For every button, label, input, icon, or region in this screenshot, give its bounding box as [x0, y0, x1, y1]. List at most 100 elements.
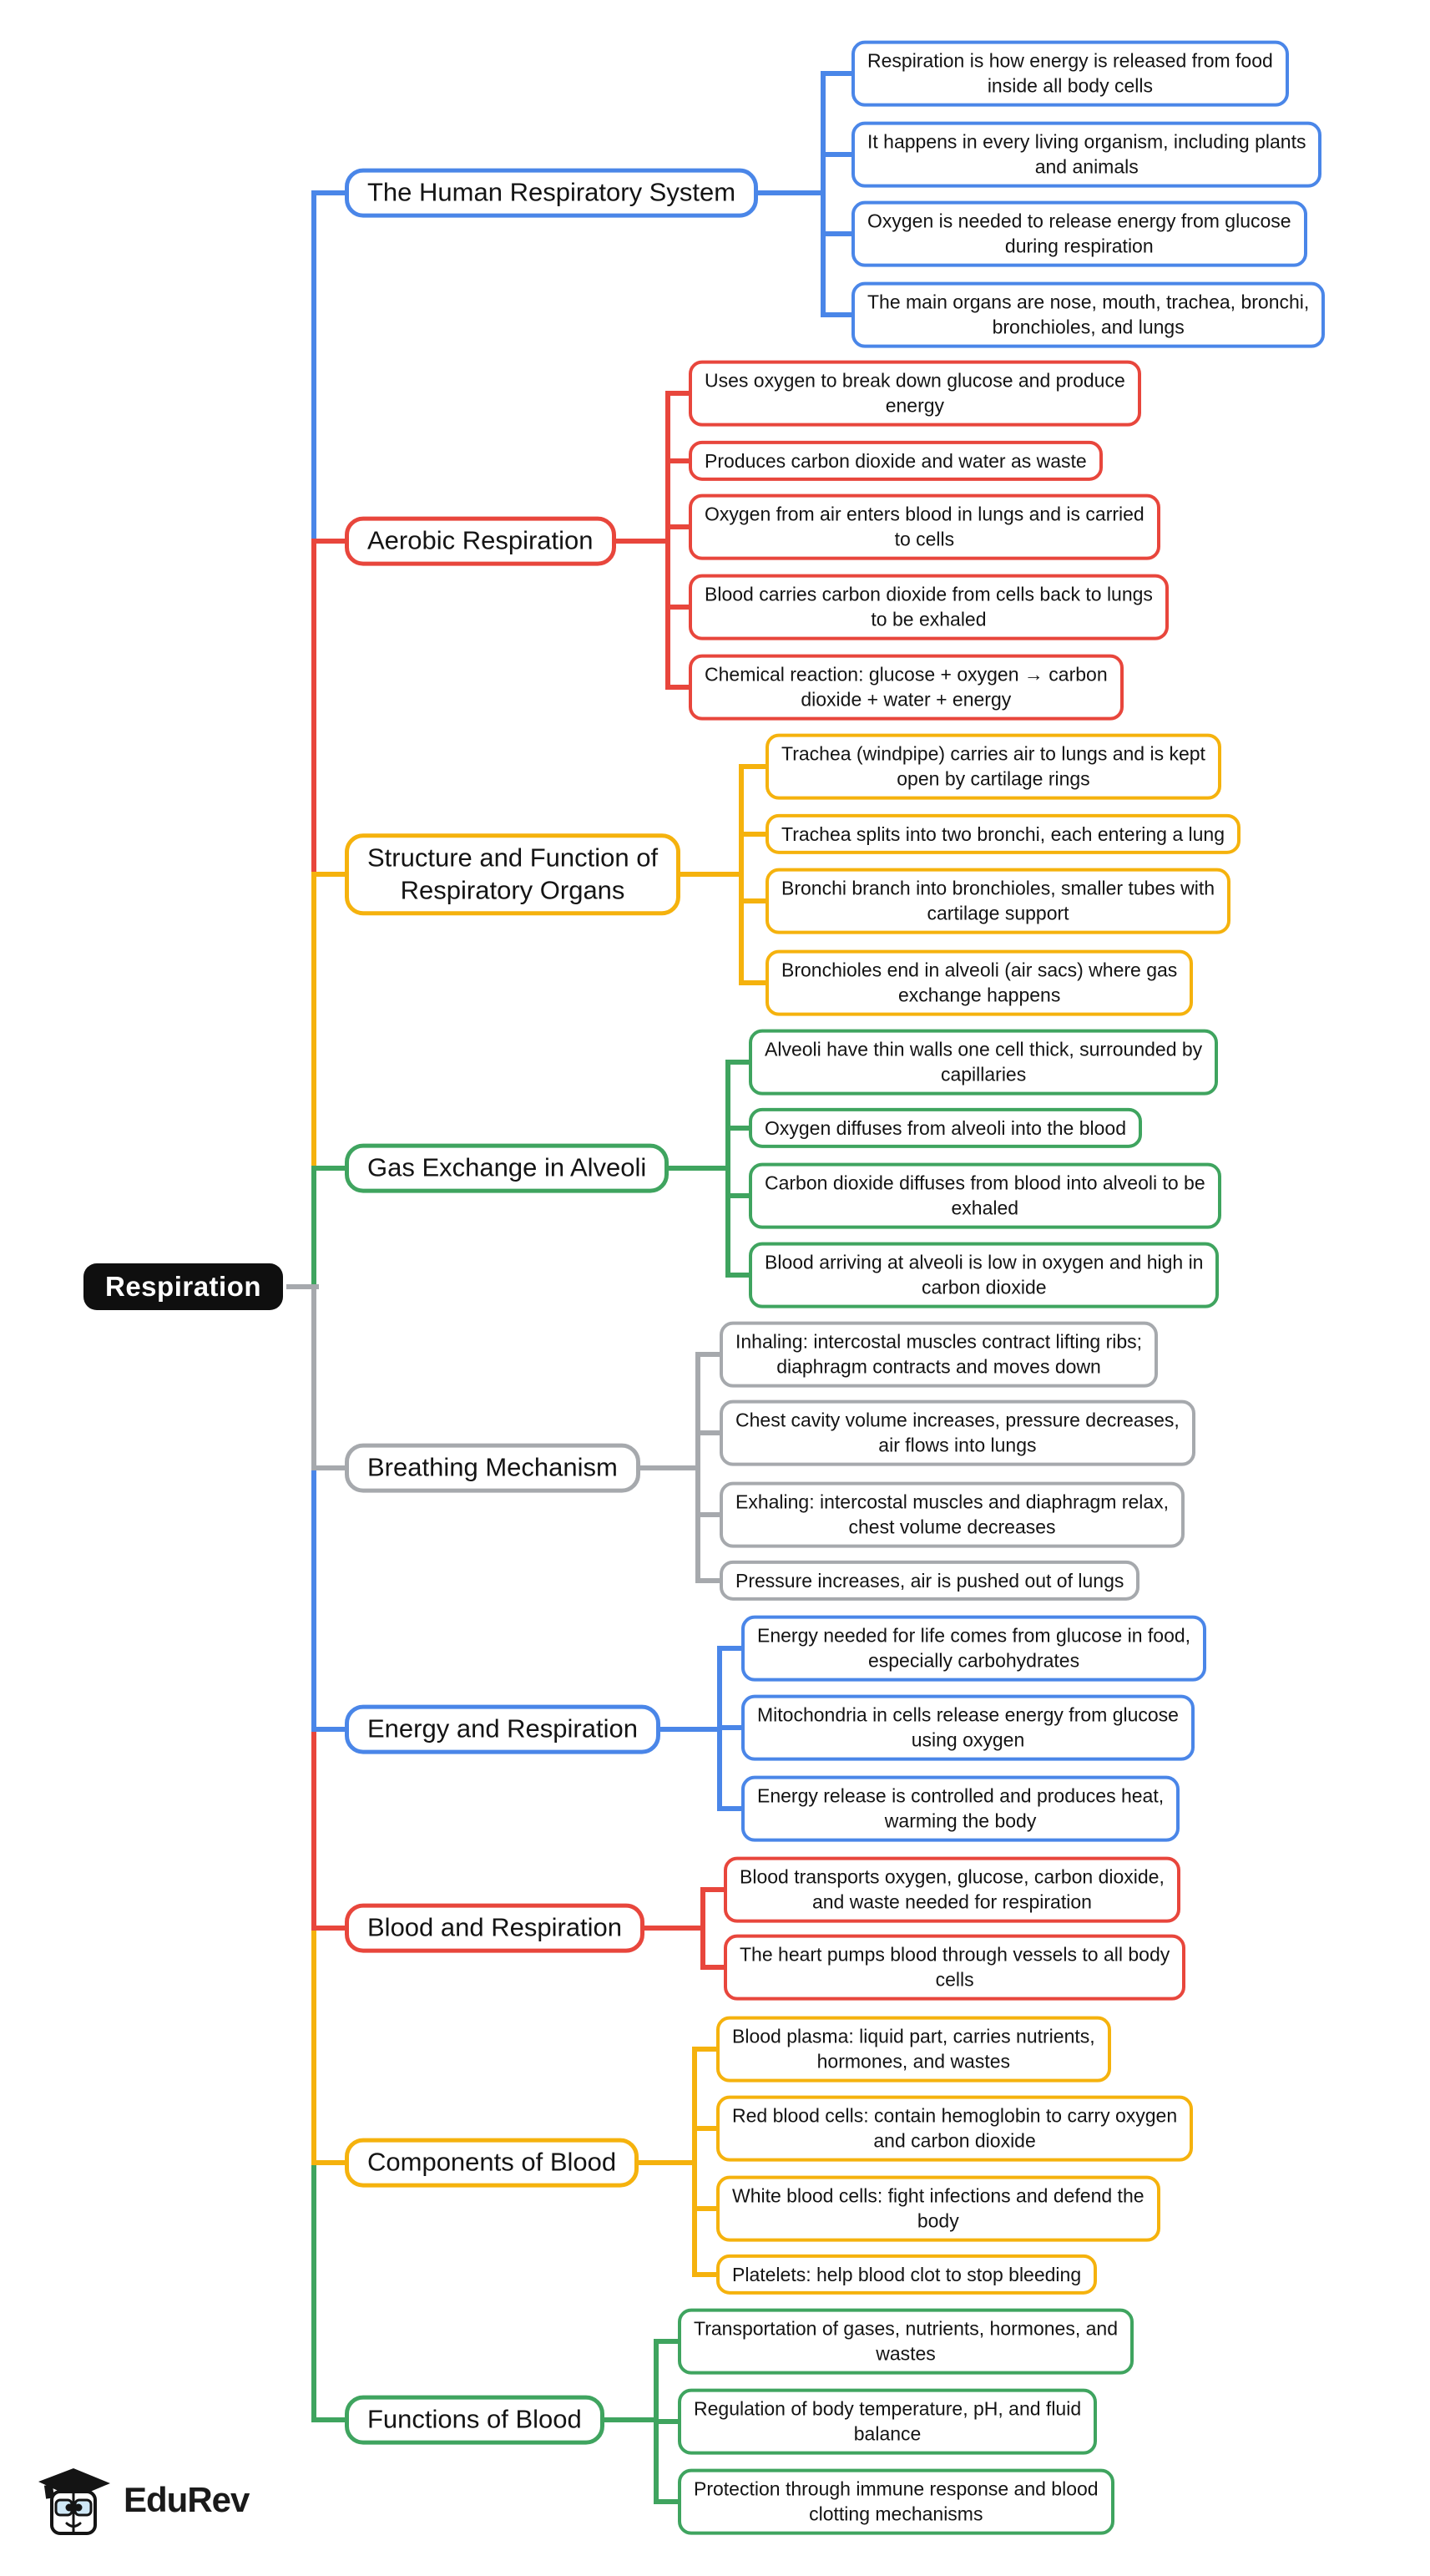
- topic-connector: [311, 872, 346, 877]
- main-rail-segment: [311, 1166, 316, 1289]
- main-rail-segment: [311, 1284, 316, 1470]
- main-rail-segment: [311, 539, 316, 877]
- leaf-connector: [725, 1126, 750, 1131]
- topic-connector: [311, 1727, 346, 1732]
- leaf-node: Alveoli have thin walls one cell thick, …: [749, 1029, 1219, 1096]
- edurev-graduation-cap-icon: [38, 2468, 110, 2535]
- root-node: Respiration: [83, 1263, 284, 1310]
- leaf-node: Blood arriving at alveoli is low in oxyg…: [749, 1242, 1220, 1308]
- leaf-connector: [821, 231, 853, 236]
- topic-leafrail-connector: [641, 1926, 705, 1931]
- leaf-node: Regulation of body temperature, pH, and …: [678, 2388, 1098, 2455]
- leaf-node: Energy needed for life comes from glucos…: [741, 1615, 1207, 1682]
- topic-connector: [311, 1926, 346, 1931]
- leaf-connector: [665, 685, 690, 690]
- leaf-node: It happens in every living organism, inc…: [851, 121, 1322, 188]
- leaf-connector: [700, 1965, 725, 1970]
- leaf-node: Protection through immune response and b…: [678, 2468, 1114, 2535]
- leaf-node: Bronchioles end in alveoli (air sacs) wh…: [766, 949, 1194, 1016]
- leaf-connector: [717, 1646, 743, 1651]
- leaf-node: Uses oxygen to break down glucose and pr…: [689, 360, 1141, 427]
- topic-leafrail-connector: [755, 190, 826, 195]
- leaf-node: Platelets: help blood clot to stop bleed…: [716, 2254, 1098, 2295]
- branch-topic: Blood and Respiration: [345, 1903, 645, 1953]
- leaf-connector: [739, 764, 767, 769]
- leaf-node: Inhaling: intercostal muscles contract l…: [720, 1321, 1159, 1388]
- leaf-connector: [692, 2047, 718, 2052]
- branch-topic: Breathing Mechanism: [345, 1443, 640, 1493]
- topic-leafrail-connector: [635, 2160, 697, 2165]
- leaf-node: Chemical reaction: glucose + oxygen → ca…: [689, 654, 1124, 721]
- leaf-connector: [654, 2419, 680, 2424]
- leaf-connector: [695, 1430, 721, 1435]
- main-rail-segment: [311, 190, 316, 544]
- leaf-connector: [692, 2126, 718, 2131]
- edurev-watermark: EduRev: [35, 2463, 250, 2537]
- main-rail-segment: [311, 1465, 316, 1732]
- branch-topic: The Human Respiratory System: [345, 168, 759, 218]
- leaf-node: Pressure increases, air is pushed out of…: [720, 1560, 1140, 1602]
- leaf-connector: [665, 391, 690, 396]
- leaf-node: Produces carbon dioxide and water as was…: [689, 440, 1103, 482]
- leaf-connector: [665, 605, 690, 610]
- main-rail-segment: [311, 2160, 316, 2422]
- leaf-connector: [654, 2339, 680, 2344]
- leaf-connector: [739, 832, 767, 837]
- topic-connector: [311, 1166, 346, 1171]
- leaf-node: Blood plasma: liquid part, carries nutri…: [716, 2016, 1111, 2083]
- leaf-node: Carbon dioxide diffuses from blood into …: [749, 1162, 1221, 1229]
- branch-topic: Energy and Respiration: [345, 1704, 660, 1754]
- leaf-node: Oxygen diffuses from alveoli into the bl…: [749, 1107, 1142, 1149]
- leaf-node: Mitochondria in cells release energy fro…: [741, 1694, 1195, 1761]
- topic-connector: [311, 190, 346, 195]
- leaf-node: White blood cells: fight infections and …: [716, 2175, 1160, 2242]
- main-rail-segment: [311, 1727, 316, 1931]
- leaf-node: Respiration is how energy is released fr…: [851, 40, 1289, 107]
- leaf-connector: [665, 524, 690, 529]
- topic-connector: [311, 2160, 346, 2165]
- topic-leafrail-connector: [613, 539, 670, 544]
- leaf-node: Oxygen is needed to release energy from …: [851, 200, 1307, 267]
- leaf-node: Trachea splits into two bronchi, each en…: [766, 813, 1241, 855]
- leaf-node: Bronchi branch into bronchioles, smaller…: [766, 868, 1231, 934]
- leaf-connector: [821, 152, 853, 157]
- leaf-connector: [700, 1887, 725, 1892]
- leaf-node: Blood transports oxygen, glucose, carbon…: [724, 1856, 1180, 1923]
- branch-topic: Structure and Function of Respiratory Or…: [345, 833, 681, 915]
- topic-connector: [311, 1465, 346, 1470]
- leaf-node: Oxygen from air enters blood in lungs an…: [689, 493, 1160, 560]
- leaf-connector: [725, 1060, 750, 1065]
- branch-topic: Aerobic Respiration: [345, 516, 616, 566]
- leaf-node: The heart pumps blood through vessels to…: [724, 1934, 1186, 2001]
- root-connector: [286, 1284, 319, 1289]
- main-rail-segment: [311, 1926, 316, 2165]
- topic-leafrail-connector: [601, 2417, 659, 2422]
- leaf-connector: [821, 312, 853, 317]
- leaf-connector: [717, 1725, 743, 1730]
- leaf-connector: [695, 1578, 721, 1583]
- leaf-connector: [717, 1806, 743, 1811]
- topic-leafrail-connector: [637, 1465, 700, 1470]
- leaf-node: Red blood cells: contain hemoglobin to c…: [716, 2095, 1194, 2162]
- topic-leafrail-connector: [665, 1166, 730, 1171]
- leaf-node: Trachea (windpipe) carries air to lungs …: [766, 733, 1221, 800]
- leaf-node: Blood carries carbon dioxide from cells …: [689, 574, 1169, 640]
- leaf-connector: [692, 2206, 718, 2211]
- leaf-connector: [665, 458, 690, 463]
- main-rail-segment: [311, 872, 316, 1171]
- edurev-logo-text: EduRev: [124, 2480, 250, 2519]
- leaf-connector: [725, 1273, 750, 1278]
- topic-leafrail-connector: [657, 1727, 722, 1732]
- branch-topic: Gas Exchange in Alveoli: [345, 1143, 670, 1193]
- leaf-node: Energy release is controlled and produce…: [741, 1775, 1180, 1842]
- leaf-node: Exhaling: intercostal muscles and diaphr…: [720, 1481, 1185, 1548]
- leaf-connector: [695, 1352, 721, 1357]
- leaf-connector: [739, 980, 767, 985]
- leaf-node: Chest cavity volume increases, pressure …: [720, 1399, 1195, 1466]
- leaf-connector: [725, 1193, 750, 1198]
- branch-topic: Functions of Blood: [345, 2395, 604, 2445]
- leaf-node: Transportation of gases, nutrients, horm…: [678, 2308, 1134, 2375]
- leaf-connector: [692, 2272, 718, 2277]
- leaf-node: The main organs are nose, mouth, trachea…: [851, 281, 1326, 348]
